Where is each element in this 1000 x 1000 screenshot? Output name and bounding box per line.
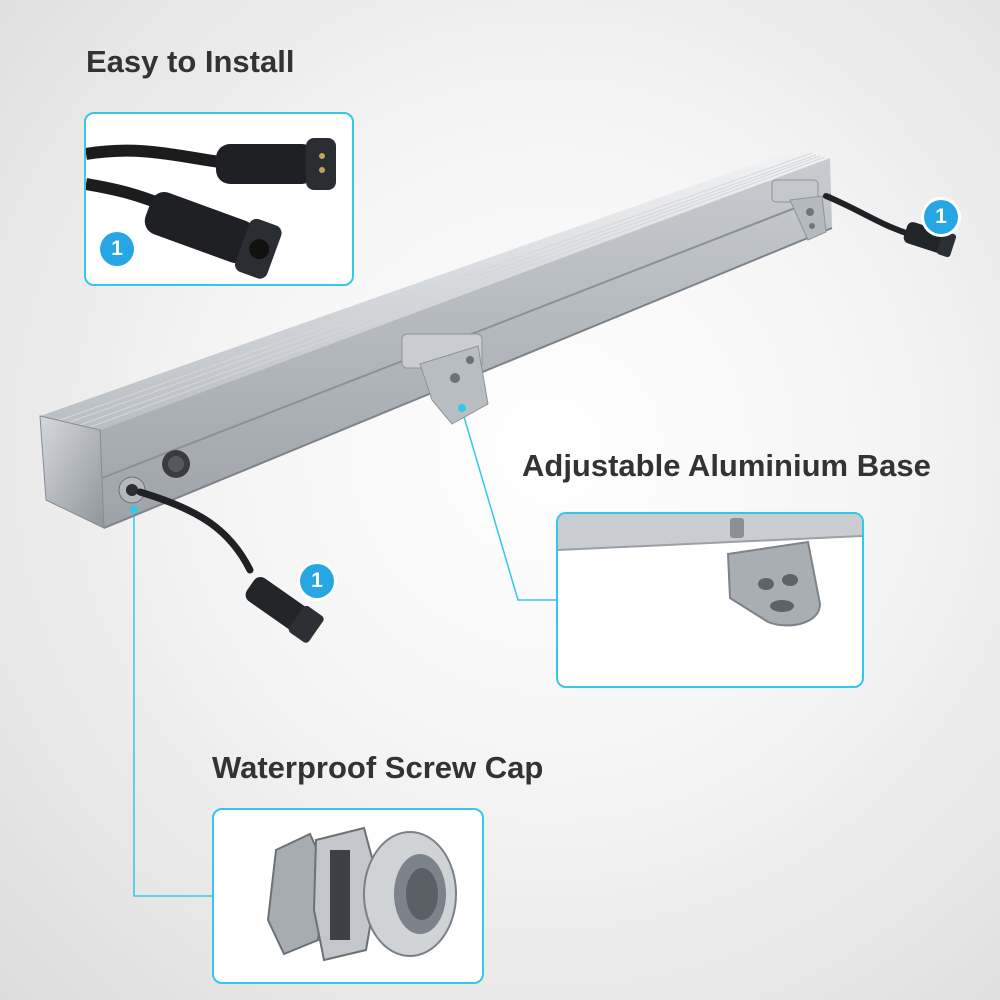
callout-line-base <box>461 409 556 601</box>
connector-plug-icon <box>86 138 336 279</box>
number-badge-left-connector: 1 <box>300 564 334 598</box>
mounting-bracket-icon <box>558 514 862 627</box>
screw-cap-closeup-inset <box>212 808 484 984</box>
connector-closeup-inset <box>84 112 354 286</box>
bar-end-cap <box>39 415 105 529</box>
middle-bracket <box>401 333 489 425</box>
right-bracket <box>771 179 827 241</box>
waterproof-cap-heading: Waterproof Screw Cap <box>212 750 544 785</box>
bracket-closeup-inset <box>556 512 864 688</box>
left-cable-gland <box>118 476 146 514</box>
left-cable <box>136 488 254 574</box>
bar-screw-cap <box>162 450 190 478</box>
adjustable-base-heading: Adjustable Aluminium Base <box>522 448 931 483</box>
right-cable <box>823 193 915 238</box>
number-badge-right-connector: 1 <box>924 200 958 234</box>
callout-line-cap <box>133 512 212 897</box>
cable-gland-icon <box>266 826 457 962</box>
number-badge-inset: 1 <box>100 232 134 266</box>
easy-to-install-heading: Easy to Install <box>86 44 295 79</box>
